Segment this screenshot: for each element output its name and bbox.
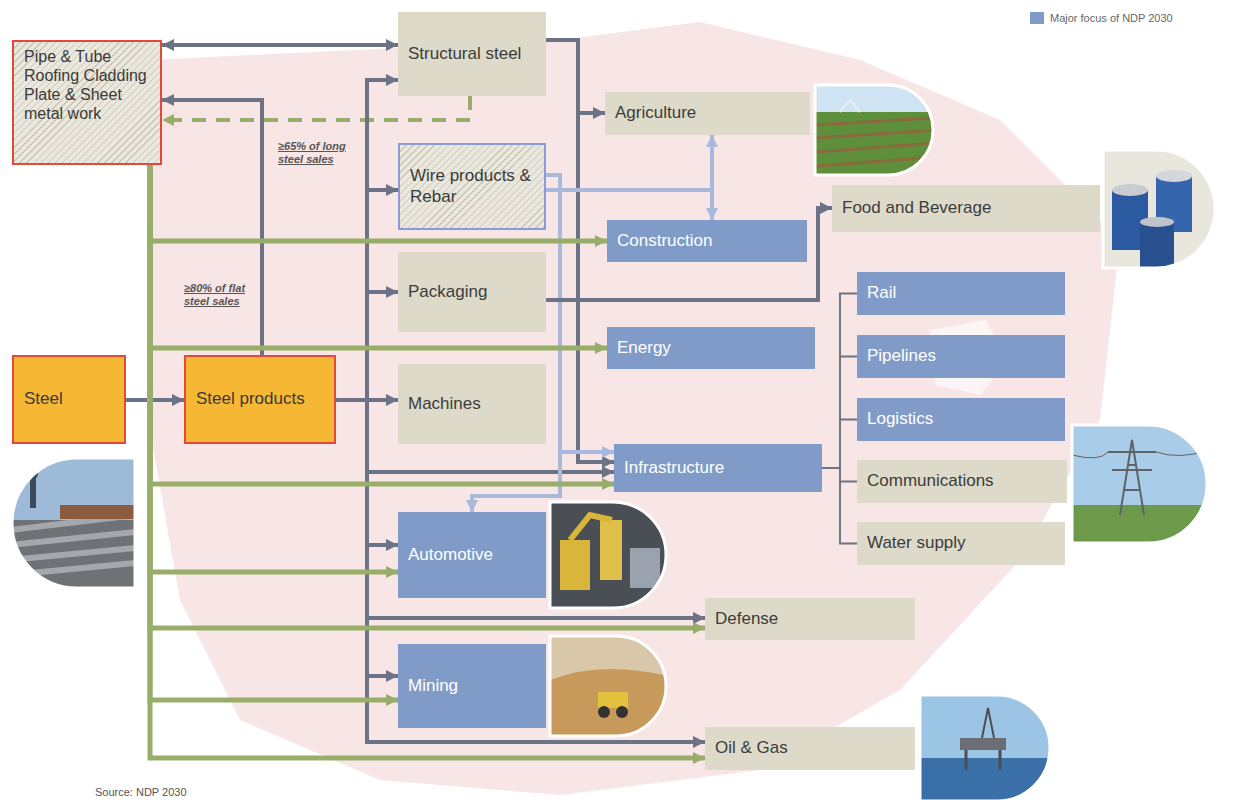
product-box: Packaging — [398, 252, 546, 332]
infrastructure-photo — [1072, 425, 1209, 545]
photo-frame — [550, 502, 666, 608]
source-box: Steel products — [184, 355, 336, 444]
food-photo — [1103, 150, 1218, 270]
node-text: Oil & Gas — [715, 738, 905, 758]
connector — [546, 40, 614, 462]
connector — [546, 40, 605, 113]
node-text: Infrastructure — [624, 458, 812, 478]
node-text: Wire products & Rebar — [410, 166, 534, 206]
node-text: Automotive — [408, 545, 536, 565]
product-box: Machines — [398, 364, 546, 444]
focus-sector-box: Rail — [857, 272, 1065, 315]
node-text: Logistics — [867, 409, 1055, 429]
sector-box: Oil & Gas — [705, 727, 915, 770]
legend-swatch — [1030, 12, 1044, 24]
connector — [822, 420, 857, 469]
source-caption: Source: NDP 2030 — [95, 786, 187, 798]
agriculture-photo — [815, 85, 935, 177]
connector — [162, 100, 262, 355]
node-text: Food and Beverage — [842, 198, 1090, 218]
node-text: Steel products — [196, 389, 324, 409]
product-box: Pipe & Tube Roofing Cladding Plate & She… — [12, 40, 162, 165]
node-text: Construction — [617, 231, 797, 251]
node-text: Steel — [24, 389, 114, 409]
edge-label: ≥80% of flat steel sales — [184, 282, 256, 308]
node-text: Pipe & Tube Roofing Cladding Plate & She… — [24, 48, 150, 124]
photo-frame — [1072, 425, 1207, 543]
sector-box: Communications — [857, 460, 1067, 503]
node-text: Energy — [617, 338, 805, 358]
sector-box: Water supply — [857, 522, 1065, 565]
product-box: Structural steel — [398, 12, 546, 96]
connector — [336, 190, 398, 400]
sector-box: Agriculture — [605, 92, 810, 135]
legend-entry: Major focus of NDP 2030 — [1030, 12, 1173, 24]
steel-photo — [10, 458, 136, 590]
source-box: Steel — [12, 355, 126, 444]
node-text: Water supply — [867, 533, 1055, 553]
mining-photo — [550, 636, 668, 738]
connector — [822, 468, 857, 544]
connector — [162, 96, 470, 120]
focus-sector-box: Infrastructure — [614, 444, 822, 492]
focus-sector-box: Logistics — [857, 398, 1065, 441]
node-text: Mining — [408, 676, 536, 696]
node-text: Structural steel — [408, 44, 536, 64]
photo-frame — [815, 85, 933, 175]
connector — [162, 43, 398, 47]
node-text: Agriculture — [615, 103, 800, 123]
photo-frame — [920, 695, 1050, 801]
connector — [822, 294, 857, 469]
focus-sector-box: Pipelines — [857, 335, 1065, 378]
photo-frame — [1103, 150, 1215, 268]
focus-sector-box: Mining — [398, 644, 546, 728]
connector — [150, 165, 398, 572]
product-box: Wire products & Rebar — [398, 143, 546, 230]
photo-frame — [12, 458, 135, 588]
map-region — [150, 22, 1120, 795]
automotive-photo — [550, 502, 668, 610]
node-text: Pipelines — [867, 346, 1055, 366]
focus-sector-box: Construction — [607, 220, 807, 262]
connector — [546, 208, 832, 300]
connector — [822, 357, 857, 469]
node-text: Communications — [867, 471, 1057, 491]
photo-frame — [550, 636, 666, 736]
sector-box: Defense — [705, 598, 915, 640]
connector — [126, 398, 184, 402]
connector — [546, 175, 614, 452]
connector — [150, 165, 398, 700]
oil-gas-photo — [920, 695, 1052, 803]
node-text: Defense — [715, 609, 905, 629]
focus-sector-box: Energy — [607, 327, 815, 369]
node-text: Rail — [867, 283, 1055, 303]
node-text: Packaging — [408, 282, 536, 302]
edge-label: ≥65% of long steel sales — [278, 140, 358, 166]
connector — [546, 190, 712, 220]
connector — [546, 135, 712, 190]
sector-box: Food and Beverage — [832, 185, 1100, 232]
node-text: Machines — [408, 394, 536, 414]
focus-sector-box: Automotive — [398, 512, 546, 598]
legend-text: Major focus of NDP 2030 — [1050, 12, 1173, 24]
